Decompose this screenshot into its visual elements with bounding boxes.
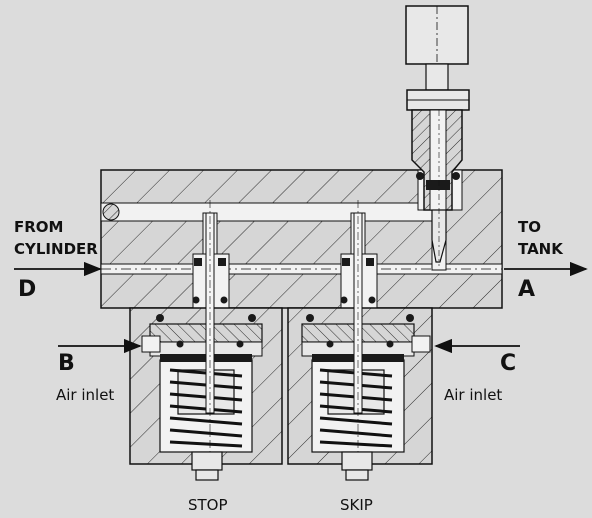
needle-valve [405, 5, 470, 266]
skip-label: SKIP [340, 496, 373, 514]
label-from: FROM [14, 218, 63, 236]
port-label-a: A [518, 277, 535, 302]
air-inlet-label-right: Air inlet [444, 386, 502, 404]
port-label-d: D [18, 277, 36, 302]
port-label-b: B [58, 351, 75, 376]
stop-valve-assembly [129, 200, 283, 481]
air-inlet-label-left: Air inlet [56, 386, 114, 404]
flow-arrows [14, 261, 588, 354]
label-cylinder: CYLINDER [14, 240, 98, 258]
label-to: TO [518, 218, 541, 236]
label-tank: TANK [518, 240, 564, 258]
stop-label: STOP [188, 496, 228, 514]
skip-valve-assembly [287, 200, 433, 481]
port-label-c: C [500, 351, 516, 376]
